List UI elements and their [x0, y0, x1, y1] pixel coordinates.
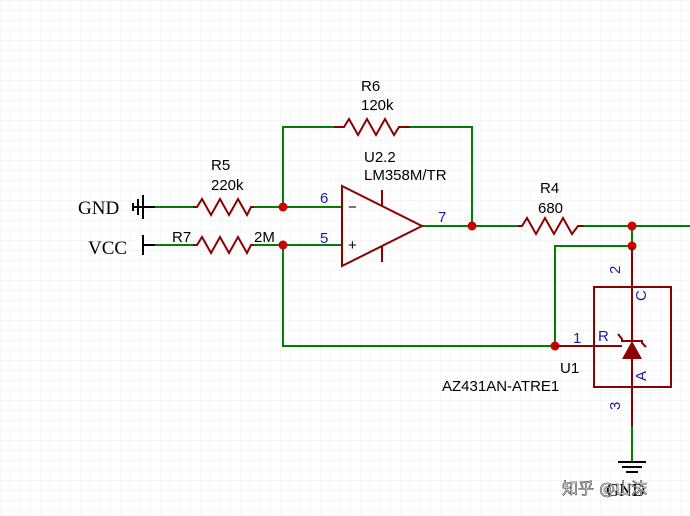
resistor-r4 — [518, 215, 584, 237]
resistor-symbols — [193, 116, 584, 256]
wire-cathode-to-ref — [554, 245, 632, 346]
r6-value: 120k — [361, 97, 394, 114]
r7-ref: R7 — [172, 229, 191, 246]
shunt-regulator-symbol — [555, 246, 672, 426]
resistor-r5 — [193, 196, 254, 218]
r7-value: 2M — [254, 229, 275, 246]
net-label-vcc: VCC — [88, 238, 127, 259]
opamp-symbol — [341, 184, 425, 268]
shunt-triangle — [622, 341, 642, 359]
opamp-pin-inv: 6 — [320, 190, 328, 207]
opamp-pin-noninv: 5 — [320, 230, 328, 247]
shunt-ref: U1 — [560, 360, 579, 377]
wire-r6-left — [282, 126, 334, 207]
opamp-ref: U2.2 — [364, 149, 396, 166]
r5-value: 220k — [211, 177, 244, 194]
junction-dot — [467, 221, 477, 231]
opamp-minus-sign: − — [348, 199, 357, 216]
gnd-bottom-symbol — [618, 461, 646, 473]
junction-dot — [278, 202, 288, 212]
resistor-r6 — [334, 116, 410, 138]
shunt-label-a: A — [633, 371, 650, 381]
r5-ref: R5 — [211, 157, 230, 174]
shunt-pin-cathode: 2 — [607, 266, 624, 274]
opamp-pin-out: 7 — [438, 209, 446, 226]
watermark: 知乎 @山沫 — [562, 479, 647, 498]
r4-ref: R4 — [540, 180, 559, 197]
shunt-bar — [617, 333, 647, 348]
net-label-gnd-bottom: GND — [606, 480, 645, 500]
r6-ref: R6 — [361, 78, 380, 95]
net-label-gnd-left: GND — [78, 198, 119, 219]
shunt-label-r: R — [598, 328, 609, 345]
opamp-plus-sign: + — [348, 237, 357, 254]
resistor-r7 — [193, 234, 254, 256]
r4-value: 680 — [538, 200, 563, 217]
wires — [155, 126, 690, 462]
junction-dot — [627, 221, 637, 231]
gnd-left-symbol — [132, 195, 155, 219]
shunt-pin-ref: 1 — [573, 330, 581, 347]
vcc-symbol — [142, 235, 155, 255]
shunt-pin-anode: 3 — [607, 402, 624, 410]
shunt-part: AZ431AN-ATRE1 — [442, 378, 559, 395]
opamp-part: LM358M/TR — [364, 167, 447, 184]
wire-feedback-ref — [282, 245, 555, 347]
wire-r6-right — [410, 126, 473, 226]
shunt-label-c: C — [633, 290, 650, 301]
junction-dot — [278, 240, 288, 250]
